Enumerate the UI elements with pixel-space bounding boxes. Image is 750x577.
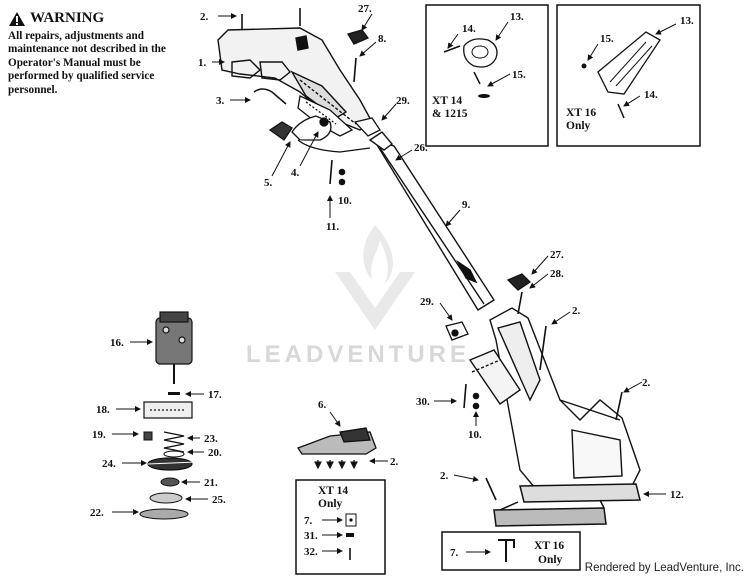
switch-and-cord [268, 115, 371, 153]
callout-5: 5. [264, 177, 273, 189]
callout-23: 23. [204, 433, 218, 445]
spool-assembly [147, 457, 197, 471]
callout-27b: 27. [550, 249, 564, 261]
callout-20: 20. [208, 447, 222, 459]
box-label-xt16-top-l1: XT 16 [566, 107, 596, 119]
callout-4: 4. [291, 167, 300, 179]
callout-15a: 15. [512, 69, 526, 81]
box-label-xt16-top-l2: Only [566, 120, 591, 132]
callout-17: 17. [208, 389, 222, 401]
callout-2d: 2. [440, 470, 449, 482]
callout-26: 26. [414, 142, 428, 154]
watermark-logo [335, 225, 415, 330]
retainer-washer [163, 450, 185, 458]
screw-group-lower [463, 325, 623, 501]
lower-motor-housing [468, 307, 641, 495]
callout-10a: 10. [338, 195, 352, 207]
warning-text: All repairs, adjustments and maintenance… [8, 30, 166, 96]
box-label-xt14-1215-l1: XT 14 [432, 95, 462, 107]
callout-21: 21. [204, 477, 218, 489]
callout-labels: 2. 1. 3. 5. 4. 11. 10. 27. 8. 29. 26. 9.… [90, 3, 694, 559]
callout-28: 28. [550, 268, 564, 280]
callout-29a: 29. [396, 95, 410, 107]
motor-assembly [155, 311, 193, 384]
inset-box-xt14-1215 [425, 4, 549, 147]
debris-shield [297, 427, 377, 470]
callout-29b: 29. [420, 296, 434, 308]
shaft-tube [368, 131, 495, 311]
callout-1: 1. [198, 57, 207, 69]
callout-12: 12. [670, 489, 684, 501]
callout-15b: 15. [600, 33, 614, 45]
callout-24: 24. [102, 458, 116, 470]
motor-housing-block [143, 401, 193, 419]
callout-7a: 7. [304, 515, 313, 527]
callout-19: 19. [92, 429, 106, 441]
bump-knob [149, 492, 183, 504]
motor-washer [168, 392, 180, 395]
warning-title: WARNING [30, 10, 105, 26]
callout-27a: 27. [358, 3, 372, 15]
lower-knob [506, 273, 532, 315]
footer-credit: Rendered by LeadVenture, Inc. [584, 562, 744, 574]
callout-31: 31. [304, 530, 318, 542]
callout-11: 11. [326, 221, 339, 233]
callout-8: 8. [378, 33, 387, 45]
box-label-xt14-only-l2: Only [318, 498, 343, 510]
handle-rib-clip [353, 117, 381, 137]
callout-13b: 13. [680, 15, 694, 27]
spool-cover [139, 508, 189, 520]
callout-30: 30. [416, 396, 430, 408]
box-label-xt14-only-l1: XT 14 [318, 485, 348, 497]
screw-group-top [241, 8, 357, 186]
spring [163, 431, 185, 453]
callout-13a: 13. [510, 11, 524, 23]
callout-3: 3. [216, 95, 225, 107]
callout-2b: 2. [572, 305, 581, 317]
callout-2e: 2. [390, 456, 399, 468]
callout-9: 9. [462, 199, 471, 211]
callout-14b: 14. [644, 89, 658, 101]
callout-2a: 2. [200, 11, 209, 23]
box-label-xt16-bottom-l1: XT 16 [534, 540, 564, 552]
handle-grip-insert [297, 95, 354, 137]
callout-2c: 2. [642, 377, 651, 389]
callout-6: 6. [318, 399, 327, 411]
callout-18: 18. [96, 404, 110, 416]
switch-lever [253, 88, 287, 105]
callout-14a: 14. [462, 23, 476, 35]
inset-box-xt14-only [295, 479, 386, 575]
callout-7b: 7. [450, 547, 459, 559]
watermark-text: LEADVENTURE [246, 341, 471, 368]
spool-hub [160, 477, 180, 487]
callout-16: 16. [110, 337, 124, 349]
guard-base [493, 483, 641, 527]
upper-handle-housing [217, 27, 373, 131]
box-label-xt16-bottom-l2: Only [538, 554, 563, 566]
leader-lines [112, 13, 677, 555]
inset-box-xt16-bottom [441, 531, 581, 571]
handle-knob-top [347, 29, 370, 45]
box-label-xt14-1215-l2: & 1215 [432, 108, 468, 120]
inset-box-xt16-top [556, 4, 701, 147]
callout-32: 32. [304, 546, 318, 558]
callout-25: 25. [212, 494, 226, 506]
warning-heading: WARNING [8, 10, 104, 27]
lower-clip [445, 321, 469, 341]
callout-22: 22. [90, 507, 104, 519]
bushing [143, 431, 153, 441]
inset-box-labels: XT 14 & 1215 XT 16 Only XT 14 Only XT 16… [318, 95, 596, 566]
warning-triangle-icon [9, 11, 25, 26]
callout-10b: 10. [468, 429, 482, 441]
